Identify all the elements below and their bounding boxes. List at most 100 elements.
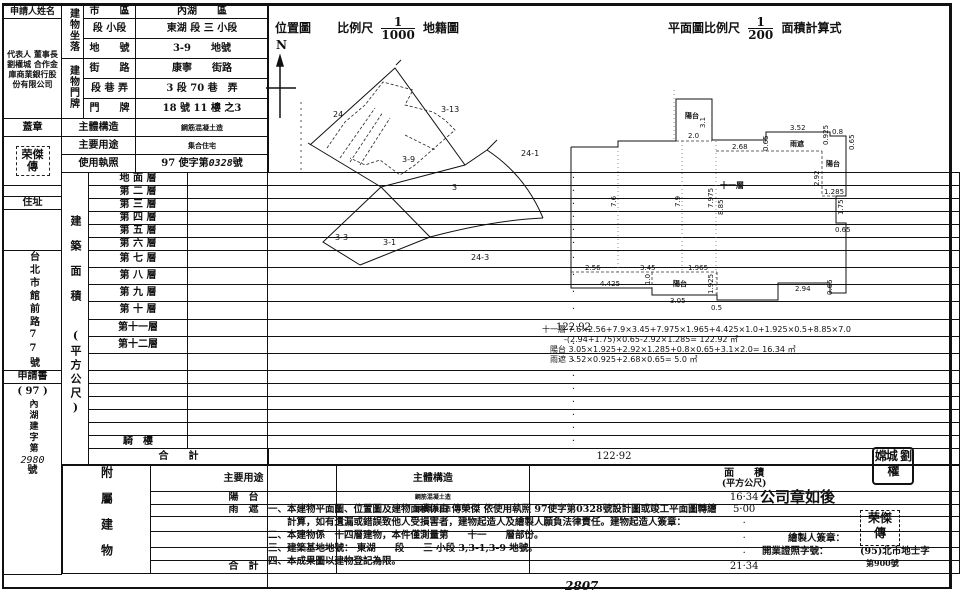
license-label: 開業證照字號： [762, 546, 829, 557]
floor-label: 第十二層 [88, 335, 188, 354]
parcel-3-13: 3-13 [441, 105, 459, 114]
building-area-group-label: 建築面積 (平方公尺) [61, 172, 89, 465]
floor-label [88, 352, 188, 372]
floor-label [88, 396, 188, 410]
svg-text:0.925: 0.925 [822, 125, 830, 145]
floor-value: · [187, 409, 960, 423]
application-ref: 內湖建字第 [27, 399, 38, 454]
building-address-group-label: 建物門牌 [61, 58, 84, 119]
parcel-3-3: 3-3 [335, 233, 348, 242]
area-total-value: 122·92 [268, 448, 960, 465]
canopy-label: 雨遮 [790, 139, 804, 148]
floor-value: · [187, 396, 960, 410]
floor-value: · [187, 352, 960, 372]
applicant-name-value: 代表人 董事長 劉權城 合作金庫商業銀行股份有限公司 [3, 18, 62, 119]
usage-label: 主要用途 [61, 136, 136, 155]
floor-label: 地 面 層 [88, 172, 188, 186]
address-value: 台北市館前路77號 [3, 250, 62, 371]
north-label: N [276, 38, 287, 52]
balcony-label-top: 陽台 [685, 111, 699, 120]
permit-label: 使用執照 [61, 154, 136, 173]
svg-text:0.65: 0.65 [848, 134, 856, 150]
applicant-seal-area: 荣傑 傳 [3, 136, 62, 186]
svg-text:3.52: 3.52 [790, 124, 806, 132]
building-location-group-label: 建物坐落 [61, 4, 84, 59]
svg-text:4.425: 4.425 [600, 280, 620, 288]
structure-label: 主體構造 [61, 118, 136, 137]
floor-label: 第十一層 [88, 318, 188, 337]
svg-text:7.9: 7.9 [674, 196, 682, 207]
floor-label: 第 五 層 [88, 224, 188, 238]
arcade-label: 騎 樓 [88, 435, 188, 449]
seal-label: 蓋章 [3, 118, 62, 137]
location-label-5: 門 牌 [83, 98, 136, 119]
location-value-2: 3-9 地號 [135, 38, 269, 59]
applicant-name-label: 申請人姓名 [3, 4, 62, 19]
location-value-1: 東湖 段 三 小段 [135, 18, 269, 39]
floor-label [88, 383, 188, 397]
svg-text:0.65: 0.65 [762, 135, 770, 151]
svg-text:7.975: 7.975 [707, 188, 715, 208]
floor-label: 第 六 層 [88, 237, 188, 251]
annex-total-value: 21·34 [528, 559, 960, 574]
floor-label: 第 三 層 [88, 198, 188, 212]
bottom-mark: 2807 [565, 580, 599, 590]
svg-text:1.925: 1.925 [707, 274, 715, 294]
note-4: 四、本成果圖以建物登記為限。 [268, 556, 402, 567]
balcony-label-bottom: 陽台 [673, 279, 687, 288]
svg-text:0.65: 0.65 [835, 226, 851, 234]
annex-group-label: 附屬建物 [62, 465, 151, 574]
floor-label: 第 七 層 [88, 249, 188, 269]
location-label-2: 地 號 [83, 38, 136, 59]
svg-text:2.94: 2.94 [795, 285, 811, 293]
location-value-0: 內湖 區 [135, 4, 269, 19]
svg-text:1.285: 1.285 [824, 188, 844, 196]
svg-text:7.6: 7.6 [610, 195, 618, 207]
formula-balcony: 陽台 3.05×1.925+2.92×1.285+0.8×0.65+3.1×2.… [550, 345, 796, 354]
floor-value: · [187, 422, 960, 436]
application-ref-block: 申請書 ( 97 ) 內湖建字第 2980 號 [3, 370, 62, 575]
annex-area: · [528, 531, 960, 548]
usage-value: 集合住宅 [135, 136, 269, 155]
address-label-area: 住址 [3, 185, 62, 251]
svg-text:2.0: 2.0 [688, 132, 699, 140]
floor-value: · [187, 383, 960, 397]
floor-label: 第 四 層 [88, 211, 188, 225]
note-3: 三、建築基地地號： 東湖 段 三 小段 3,3-1,3-9 地號。 [268, 543, 538, 554]
location-label-0: 市 區 [83, 4, 136, 19]
annex-header-area: 面 積(平方公尺) [528, 464, 960, 493]
floor-label: 第 八 層 [88, 267, 188, 286]
floor-label: 第 九 層 [88, 284, 188, 303]
parcel-3: 3 [452, 183, 457, 192]
balcony-label-right: 陽台 [826, 159, 840, 168]
parcel-24: 24 [333, 110, 343, 119]
svg-text:8.85: 8.85 [717, 199, 725, 215]
note-1b: 計算，如有遺漏或錯誤致他人受損害者，建物起造人及繪製人願負法律責任。建物起造人簽… [268, 517, 687, 528]
svg-text:3.45: 3.45 [640, 264, 656, 272]
drafter-signature-label: 繪製人簽章： [788, 533, 846, 544]
svg-text:2.92: 2.92 [813, 170, 821, 186]
annex-total-label: 合 計 [149, 559, 338, 574]
location-value-4: 3 段 70 巷 弄 [135, 78, 269, 99]
permit-value: 97 使字第0328號 [135, 154, 269, 173]
parcel-24-3: 24-3 [471, 253, 489, 262]
registration-form-table: 申請人姓名 建物坐落 市 區 內湖 區 代表人 董事長 劉權城 合作金庫商業銀行… [3, 4, 960, 575]
svg-text:1.965: 1.965 [688, 264, 708, 272]
formula-floor-11-cont: -(2.94+1.75)×0.65-2.92×1.285= 122.92 ㎡ [564, 335, 739, 344]
floor-label: 第 二 層 [88, 185, 188, 199]
floor-11-label: 十一層 [720, 180, 744, 190]
floor-label [88, 370, 188, 384]
section-divider [267, 4, 268, 587]
license-value-2: 第900號 [866, 558, 899, 568]
svg-text:0.65: 0.65 [826, 279, 834, 295]
drafter-seal-stamp: 荣傑 傳 [860, 510, 900, 546]
application-label: 申請書 [4, 371, 61, 384]
application-number: 2980 [20, 455, 45, 466]
notes-block: 一、本建物平面圖、位置圖及建物面積係由 傳榮傑 依使用執照 97使字第0328號… [268, 503, 717, 568]
svg-text:3.05: 3.05 [670, 297, 686, 305]
area-formulas: 十一層 7.6×2.56+7.9×3.45+7.975×1.965+4.425×… [542, 325, 851, 365]
parcel-24-1: 24-1 [521, 149, 539, 158]
